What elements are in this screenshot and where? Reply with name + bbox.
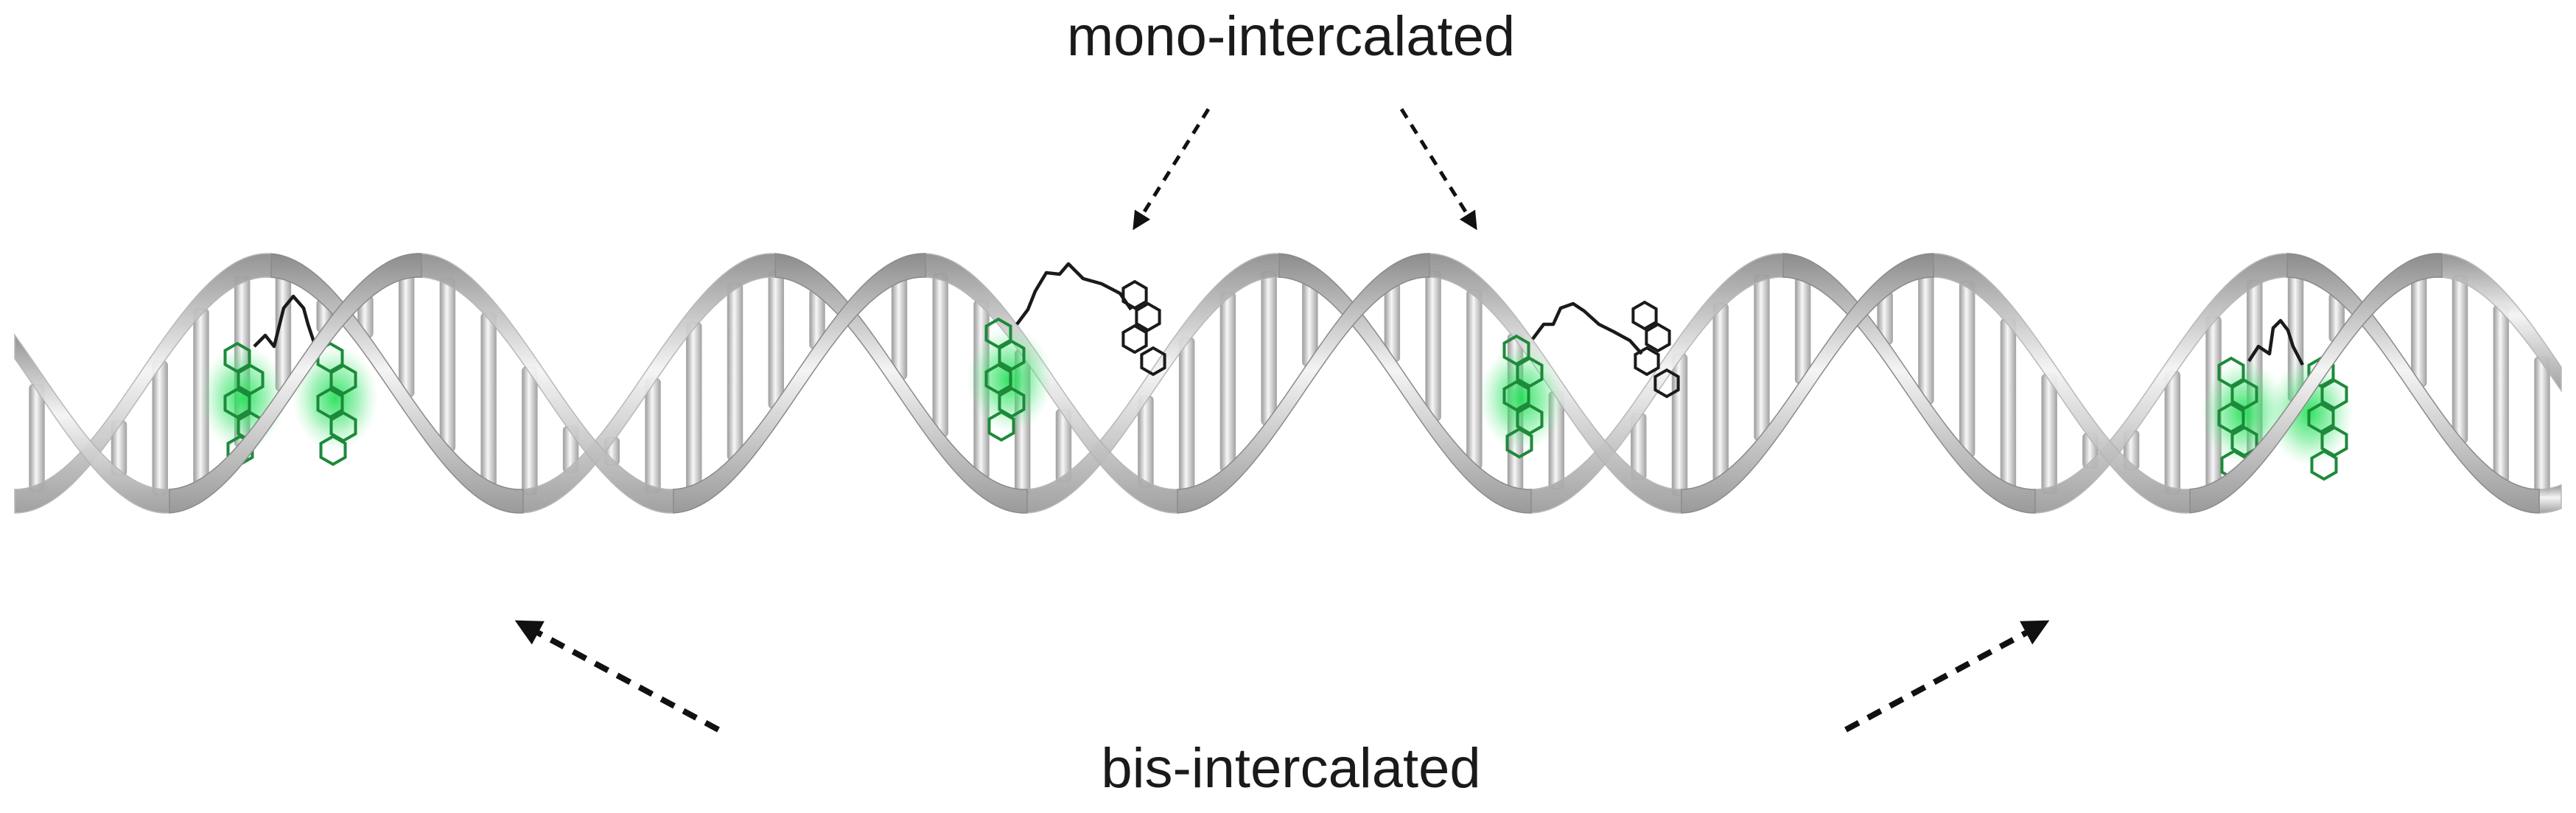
intercalator-ring xyxy=(984,317,1012,349)
dna-strand-a-segment xyxy=(2286,253,2540,514)
base-pair-rung xyxy=(2493,305,2510,484)
dna-strand-b-segment xyxy=(1681,253,1934,514)
base-pair-rung xyxy=(891,276,908,380)
intercalator-ring xyxy=(2217,402,2245,434)
intercalator-ring xyxy=(223,387,251,419)
mono-intercalated-label: mono-intercalated xyxy=(1066,5,1516,68)
intercalator-ring xyxy=(329,363,357,396)
base-pair-rung xyxy=(2534,356,2550,496)
intercalator-ring xyxy=(1502,380,1530,412)
dna-strand-a-segment xyxy=(270,253,524,514)
base-pair-rung xyxy=(29,384,45,492)
dna-strand-b-segment xyxy=(673,253,926,514)
linker-chain xyxy=(2247,318,2304,366)
intercalator-ring xyxy=(316,387,344,419)
base-pair-rung xyxy=(2041,374,2057,494)
linker-chain xyxy=(1015,262,1133,326)
base-pair-rung xyxy=(1794,274,1811,384)
intercalator-ring xyxy=(2230,378,2258,411)
free-ring xyxy=(1645,322,1671,353)
free-ring xyxy=(1634,346,1660,377)
dna-front-strand xyxy=(169,253,2540,514)
base-pair-rung xyxy=(1466,289,1483,470)
base-pair-rung xyxy=(932,273,948,437)
mono-arrow-right xyxy=(1399,108,1477,231)
base-pair-rung xyxy=(768,271,785,409)
linker-chain xyxy=(1531,301,1643,355)
dna-strand-a-segment xyxy=(774,253,1028,514)
bis-arrow-right xyxy=(1844,620,2050,733)
intercalator-ring xyxy=(2307,402,2335,434)
base-pair-rung xyxy=(1712,303,1729,482)
dna-strand-b-segment xyxy=(2189,253,2443,514)
base-pair-rung xyxy=(1959,281,1975,458)
free-ring xyxy=(1135,301,1161,332)
intercalator-ring xyxy=(319,434,347,467)
intercalator-ring xyxy=(2217,356,2245,388)
intercalator-molecules xyxy=(223,262,2348,481)
intercalator-ring xyxy=(1502,334,1530,366)
free-ring xyxy=(1121,279,1148,310)
bis-intercalated-label: bis-intercalated xyxy=(1101,737,1481,800)
free-ring xyxy=(1121,324,1148,355)
dna-strand-b-segment xyxy=(169,253,422,514)
base-pair-rung xyxy=(2164,371,2181,495)
free-ring xyxy=(1140,346,1166,377)
intercalator-ring xyxy=(998,339,1026,371)
pointer-arrows xyxy=(514,108,2050,733)
intercalator-ring xyxy=(2320,378,2348,411)
base-pair-rung xyxy=(2411,273,2427,387)
intercalator-ring xyxy=(223,341,251,374)
base-pair-rung xyxy=(398,272,415,397)
base-pair-rung xyxy=(1918,271,1934,405)
intercalator-ring xyxy=(237,363,265,396)
dna-strand-a-segment xyxy=(1278,253,1532,514)
linker-chain xyxy=(253,294,318,349)
bis-arrow-left xyxy=(514,620,720,733)
base-pair-rung xyxy=(439,278,456,452)
base-pair-rung xyxy=(1261,271,1277,425)
base-pair-rung xyxy=(1754,274,1770,442)
free-ring xyxy=(1653,368,1680,399)
base-pair-rung xyxy=(727,282,743,461)
dna-strand-b-segment xyxy=(2441,253,2562,393)
fluorescence-glows xyxy=(200,327,2353,466)
intercalator-ring xyxy=(987,410,1015,442)
base-pair-rung xyxy=(1178,337,1195,495)
base-pair-rung xyxy=(2451,275,2468,444)
intercalator-ring xyxy=(1516,356,1544,388)
intercalator-ring xyxy=(2310,449,2338,481)
dna-strand-a-segment xyxy=(1782,253,2036,514)
base-pair-rung xyxy=(1219,292,1236,472)
mono-arrow-left xyxy=(1133,108,1211,231)
intercalator-ring xyxy=(2307,356,2335,388)
base-pair-rung xyxy=(2000,318,2017,490)
base-pair-rung xyxy=(480,313,497,488)
base-pair-rung xyxy=(686,321,702,492)
base-pair-rung xyxy=(152,360,168,496)
intercalator-ring xyxy=(984,363,1012,395)
free-ring xyxy=(1631,300,1658,331)
base-pair-rungs xyxy=(29,271,2550,496)
intercalator-ring xyxy=(1505,427,1533,459)
dna-strand-b-segment xyxy=(1177,253,1430,514)
base-pair-rung xyxy=(645,378,661,493)
base-pair-rung xyxy=(522,366,538,495)
base-pair-rung xyxy=(1425,271,1441,422)
dna-strand-a-segment xyxy=(2538,484,2562,514)
